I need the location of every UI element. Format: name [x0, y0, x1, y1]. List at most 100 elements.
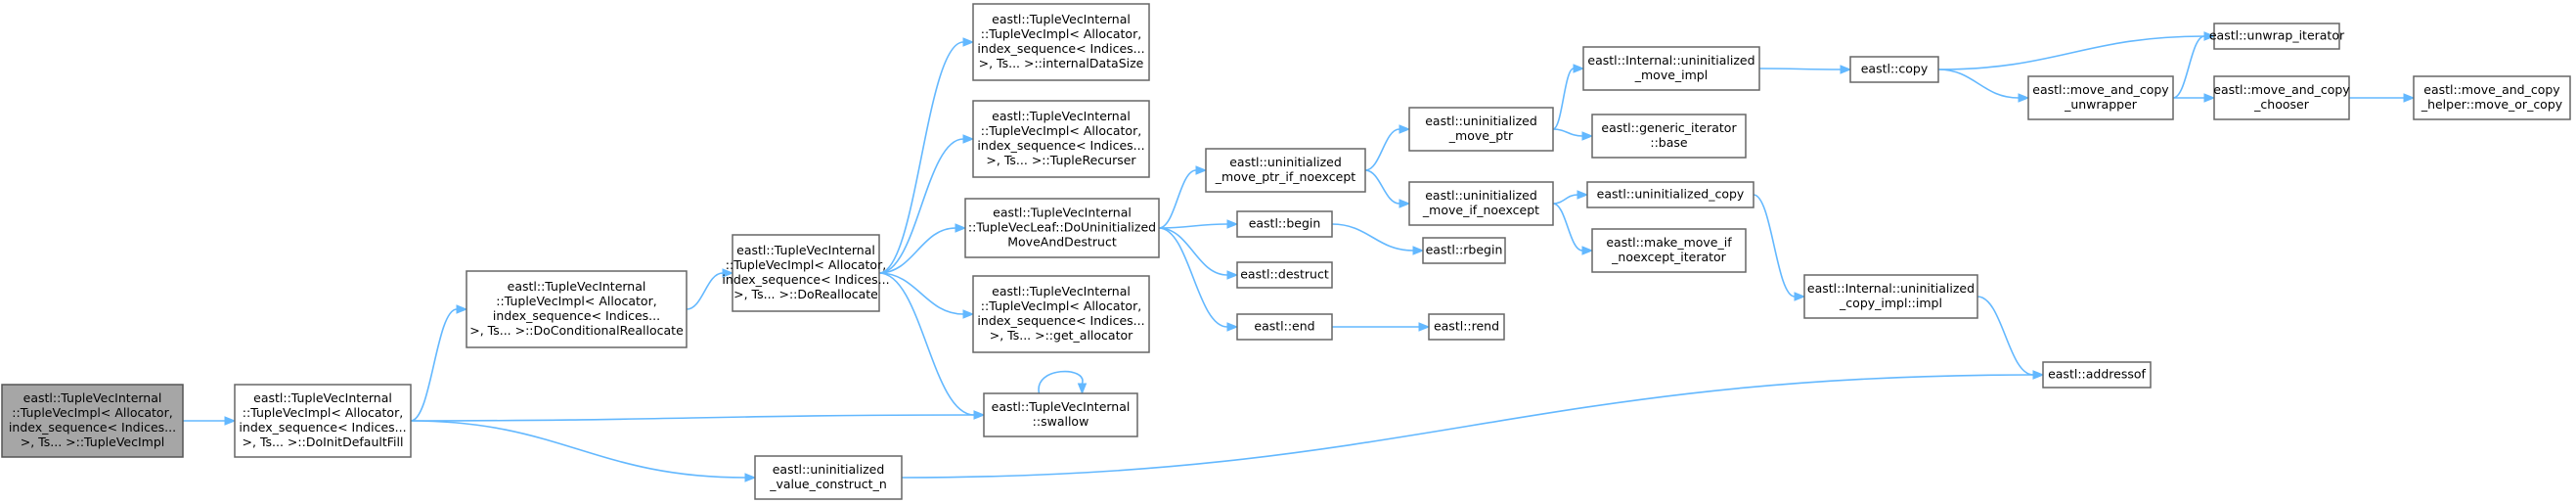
node-label-line: _chooser: [2253, 97, 2310, 112]
node-box: [2213, 75, 2350, 120]
edge-n11-n16: [1331, 223, 1414, 252]
node-box: [1591, 114, 1747, 159]
edge-arrowhead: [1794, 292, 1806, 301]
node-box: [2042, 361, 2152, 389]
node-box: [1803, 274, 1978, 319]
node-box: [732, 234, 880, 312]
node-n10[interactable]: eastl::uninitialized_move_ptr_if_noexcep…: [1205, 148, 1366, 193]
edge-n6-n11: [1158, 223, 1228, 229]
node-label-line: eastl::move_and_copy: [2423, 82, 2560, 97]
node-n9[interactable]: eastl::uninitialized_value_construct_n: [754, 455, 903, 500]
node-label-line: eastl::destruct: [1240, 267, 1329, 282]
edge-arrowhead: [1573, 64, 1585, 73]
edge-arrowhead: [1577, 190, 1589, 200]
edge-n10-n14: [1364, 128, 1400, 171]
node-label-line: ::TupleVecImpl< Allocator,: [12, 405, 172, 420]
node-box: [972, 275, 1150, 353]
node-n20[interactable]: eastl::uninitialized_copy: [1586, 181, 1754, 208]
edge-arrowhead: [224, 416, 237, 426]
edge-arrowhead: [1418, 322, 1431, 332]
node-n4[interactable]: eastl::TupleVecInternal::TupleVecImpl< A…: [972, 3, 1150, 81]
node-n26[interactable]: eastl::unwrap_iterator: [2209, 23, 2345, 50]
node-box: [1, 384, 184, 458]
node-n19[interactable]: eastl::generic_iterator::base: [1591, 114, 1747, 159]
node-label-line: eastl::TupleVecInternal: [508, 279, 646, 294]
node-box: [2413, 75, 2571, 120]
edge-arrowhead: [962, 37, 975, 47]
node-label-line: ::TupleVecImpl< Allocator,: [981, 123, 1141, 138]
node-layer: eastl::TupleVecInternal::TupleVecImpl< A…: [1, 3, 2571, 500]
node-n1[interactable]: eastl::TupleVecInternal::TupleVecImpl< A…: [234, 384, 412, 458]
edge-arrowhead: [1077, 383, 1088, 395]
node-label-line: >, Ts... >::get_allocator: [990, 328, 1133, 343]
node-n7[interactable]: eastl::TupleVecInternal::TupleVecImpl< A…: [972, 275, 1150, 353]
node-n25[interactable]: eastl::move_and_copy_unwrapper: [2027, 75, 2174, 120]
node-n0[interactable]: eastl::TupleVecInternal::TupleVecImpl< A…: [1, 384, 184, 458]
node-label-line: >, Ts... >::internalDataSize: [979, 56, 1144, 70]
node-n8[interactable]: eastl::TupleVecInternal::swallow: [983, 392, 1138, 437]
node-box: [964, 198, 1160, 258]
node-label-line: eastl::addressof: [2048, 367, 2146, 382]
edge-n6-n10: [1158, 169, 1197, 229]
node-n28[interactable]: eastl::move_and_copy_helper::move_or_cop…: [2413, 75, 2571, 120]
node-n22[interactable]: eastl::copy: [1849, 56, 1939, 83]
node-n6[interactable]: eastl::TupleVecInternal::TupleVecLeaf::D…: [964, 198, 1160, 258]
edge-arrowhead: [1840, 65, 1852, 74]
node-n17[interactable]: eastl::rend: [1428, 313, 1505, 341]
edge-arrowhead: [744, 473, 757, 482]
edge-arrowhead: [1399, 199, 1411, 208]
node-label-line: eastl::unwrap_iterator: [2209, 28, 2345, 43]
node-n23[interactable]: eastl::Internal::uninitialized_copy_impl…: [1803, 274, 1978, 319]
node-box: [1236, 313, 1333, 341]
node-label-line: _move_ptr_if_noexcept: [1215, 169, 1355, 184]
node-n14[interactable]: eastl::uninitialized_move_ptr: [1408, 107, 1554, 152]
node-n18[interactable]: eastl::Internal::uninitialized_move_impl: [1582, 46, 1760, 91]
node-n2[interactable]: eastl::TupleVecInternal::TupleVecImpl< A…: [466, 270, 688, 348]
node-label-line: index_sequence< Indices...: [977, 41, 1144, 56]
node-n21[interactable]: eastl::make_move_if_noexcept_iterator: [1591, 228, 1747, 273]
edge-n10-n15: [1364, 169, 1400, 205]
edge-arrowhead: [1581, 131, 1594, 141]
edge-layer: [183, 31, 2416, 482]
node-label-line: >, Ts... >::DoInitDefaultFill: [243, 435, 404, 449]
edge-n14-n18: [1552, 68, 1575, 130]
node-box: [1236, 261, 1333, 289]
edge-n1-n9: [410, 420, 746, 479]
edge-n3-n7: [878, 272, 964, 315]
node-box: [1582, 46, 1760, 91]
node-label-line: eastl::TupleVecInternal: [992, 284, 1131, 298]
node-box: [2213, 23, 2340, 50]
node-n5[interactable]: eastl::TupleVecInternal::TupleVecImpl< A…: [972, 100, 1150, 178]
node-n15[interactable]: eastl::uninitialized_move_if_noexcept: [1408, 181, 1554, 226]
node-n3[interactable]: eastl::TupleVecInternal::TupleVecImpl< A…: [722, 234, 890, 312]
edge-arrowhead: [1226, 270, 1239, 280]
node-label-line: _move_if_noexcept: [1422, 203, 1539, 217]
node-label-line: eastl::TupleVecInternal: [253, 390, 392, 405]
node-label-line: _copy_impl::impl: [1839, 296, 1942, 310]
edge-n1-n2: [410, 308, 458, 422]
node-n24[interactable]: eastl::addressof: [2042, 361, 2152, 389]
edge-arrowhead: [955, 223, 967, 233]
node-n11[interactable]: eastl::begin: [1236, 210, 1333, 238]
node-box: [972, 3, 1150, 81]
edge-n1-n8: [410, 414, 975, 422]
node-label-line: eastl::end: [1254, 319, 1314, 334]
node-box: [234, 384, 412, 458]
node-label-line: eastl::TupleVecInternal: [992, 12, 1131, 26]
edge-n3-n5: [878, 138, 964, 274]
node-label-line: index_sequence< Indices...: [977, 313, 1144, 328]
edge-n25-n26: [2172, 35, 2205, 99]
edge-n14-n19: [1552, 128, 1583, 137]
node-label-line: eastl::move_and_copy: [2032, 82, 2169, 97]
node-label-line: eastl::TupleVecInternal: [993, 206, 1132, 220]
node-n12[interactable]: eastl::destruct: [1236, 261, 1333, 289]
node-label-line: eastl::Internal::uninitialized: [1587, 53, 1754, 68]
edge-arrowhead: [2032, 370, 2045, 380]
node-n16[interactable]: eastl::rbegin: [1422, 237, 1506, 264]
edge-n3-n6: [878, 227, 956, 274]
node-n13[interactable]: eastl::end: [1236, 313, 1333, 341]
node-box: [754, 455, 903, 500]
node-label-line: MoveAndDestruct: [1007, 235, 1117, 250]
node-n27[interactable]: eastl::move_and_copy_chooser: [2213, 75, 2350, 120]
node-box: [1591, 228, 1747, 273]
